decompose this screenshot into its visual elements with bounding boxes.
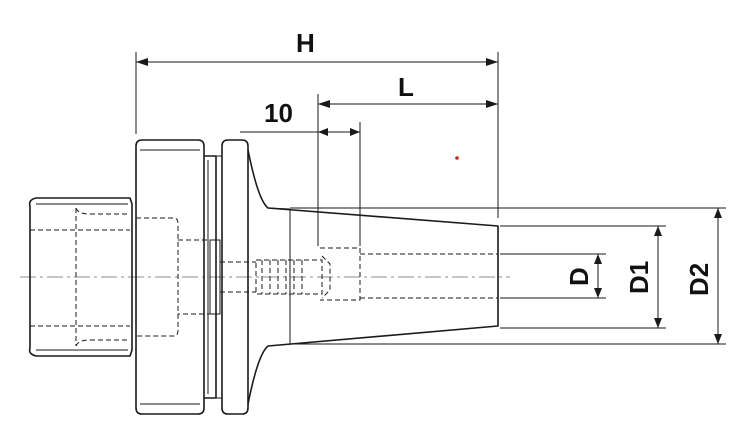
- dimension-d: [500, 253, 606, 299]
- label-ten: 10: [264, 98, 293, 128]
- label-d: D: [564, 267, 594, 286]
- label-d1: D1: [624, 261, 654, 294]
- dimension-d1: [500, 225, 666, 329]
- dimension-l: [317, 94, 498, 246]
- dimension-d2: [290, 207, 726, 345]
- dimension-h: [135, 52, 499, 218]
- label-l: L: [398, 72, 414, 102]
- dimension-ten: [240, 122, 361, 246]
- label-h: H: [296, 28, 315, 58]
- red-dot-mark: [455, 156, 459, 160]
- label-d2: D2: [684, 263, 714, 296]
